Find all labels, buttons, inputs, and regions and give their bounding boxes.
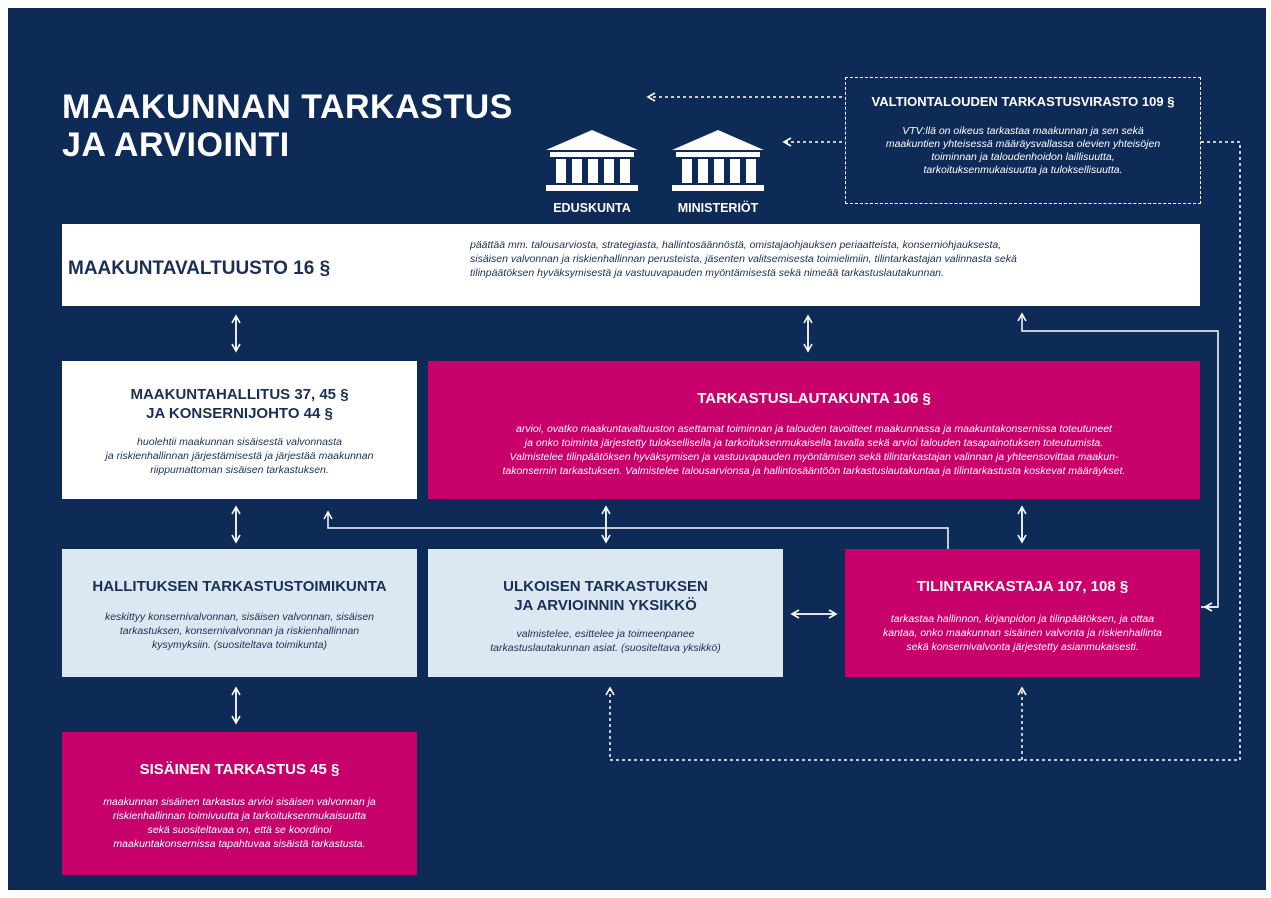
ulkoinen-yksikko-description: valmistelee, esittelee ja toimeenpanee t… (490, 628, 721, 654)
tarkastuslautakunta-box: TARKASTUSLAUTAKUNTA 106 § arvioi, ovatko… (428, 361, 1200, 499)
sisainen-tarkastus-box: SISÄINEN TARKASTUS 45 § maakunnan sisäin… (62, 732, 417, 875)
maakuntavaltuusto-description: päättää mm. talousarviosta, strategiasta… (470, 239, 1017, 279)
maakuntahallitus-title: MAAKUNTAHALLITUS 37, 45 § JA KONSERNIJOH… (130, 386, 349, 422)
tarkastuslautakunta-description: arvioi, ovatko maakuntavaltuuston asetta… (502, 423, 1126, 477)
page-title: MAAKUNNAN TARKASTUS JA ARVIOINTI (62, 88, 513, 164)
vtv-dotted-arrows (605, 92, 1241, 761)
maakuntavaltuusto-title: MAAKUNTAVALTUUSTO 16 § (68, 258, 331, 279)
tilintarkastaja-box: TILINTARKASTAJA 107, 108 § tarkastaa hal… (845, 549, 1200, 677)
tilintarkastaja-title: TILINTARKASTAJA 107, 108 § (916, 578, 1129, 595)
eduskunta-label: EDUSKUNTA (553, 201, 631, 215)
sisainen-tarkastus-title: SISÄINEN TARKASTUS 45 § (139, 761, 340, 778)
maakuntahallitus-description: huolehtii maakunnan sisäisestä valvonnas… (105, 436, 374, 476)
maakuntavaltuusto-box: MAAKUNTAVALTUUSTO 16 § päättää mm. talou… (62, 224, 1200, 306)
single-arrows (323, 312, 1219, 612)
vtv-title: VALTIONTALOUDEN TARKASTUSVIRASTO 109 § (871, 94, 1175, 109)
tarkastustoimikunta-box: HALLITUKSEN TARKASTUSTOIMIKUNTA keskitty… (62, 549, 417, 677)
tarkastustoimikunta-title: HALLITUKSEN TARKASTUSTOIMIKUNTA (92, 578, 387, 595)
maakuntahallitus-box: MAAKUNTAHALLITUS 37, 45 § JA KONSERNIJOH… (62, 361, 417, 499)
vtv-box: VALTIONTALOUDEN TARKASTUSVIRASTO 109 § V… (845, 77, 1201, 204)
sisainen-tarkastus-description: maakunnan sisäinen tarkastus arvioi sisä… (103, 796, 376, 850)
vtv-description: VTV:llä on oikeus tarkastaa maakunnan ja… (885, 125, 1161, 176)
ulkoinen-yksikko-box: ULKOISEN TARKASTUKSEN JA ARVIOINNIN YKSI… (428, 549, 783, 677)
ministeriot-building-icon (672, 130, 764, 191)
double-arrows (231, 314, 1027, 725)
tarkastuslautakunta-title: TARKASTUSLAUTAKUNTA 106 § (697, 390, 931, 407)
tarkastustoimikunta-description: keskittyy konsernivalvonnan, sisäisen va… (104, 611, 375, 651)
tilintarkastaja-description: tarkastaa hallinnon, kirjanpidon ja tili… (882, 613, 1162, 653)
ministeriot-label: MINISTERIÖT (677, 201, 759, 215)
ulkoinen-yksikko-title: ULKOISEN TARKASTUKSEN JA ARVIOINNIN YKSI… (503, 578, 708, 614)
eduskunta-building-icon (546, 130, 638, 191)
